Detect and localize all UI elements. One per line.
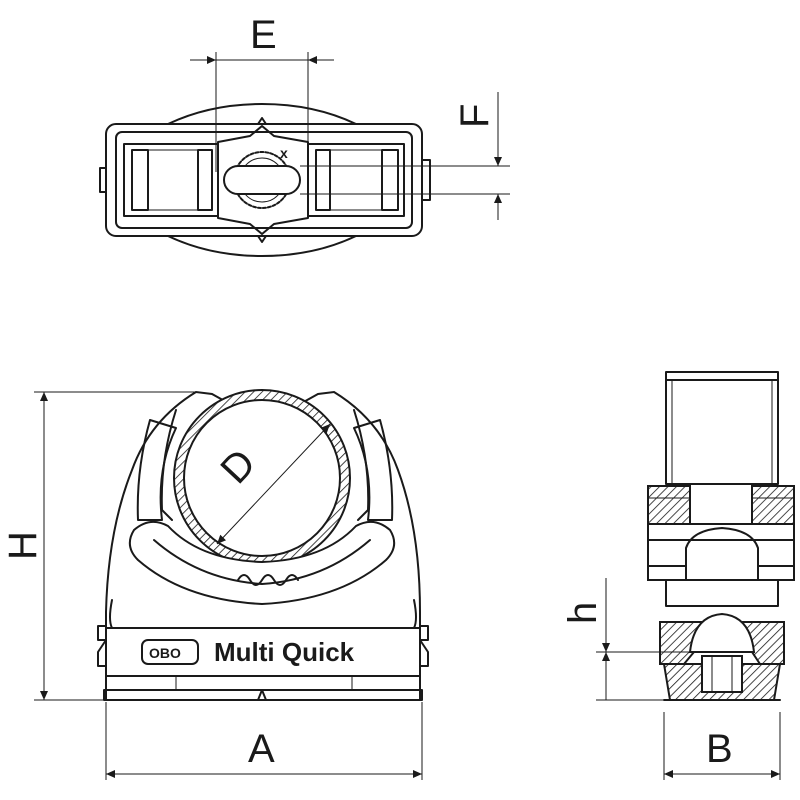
dimension-f-label: F	[453, 104, 497, 128]
side-view	[647, 371, 795, 701]
top-view: x	[99, 103, 431, 257]
dimension-h-small-label: h	[561, 602, 605, 624]
dimension-f: F	[300, 92, 510, 220]
dimension-h-small: h	[561, 578, 712, 701]
obo-logo: OBO	[149, 645, 181, 661]
dimension-e: E	[190, 13, 334, 172]
dimension-a-label: A	[248, 727, 275, 771]
dimension-h-label: H	[1, 531, 45, 560]
x-mark-label: x	[280, 145, 288, 161]
dimension-e-label: E	[250, 13, 277, 57]
dimension-a: A	[105, 702, 423, 780]
dimension-b: B	[663, 712, 781, 780]
front-view: OBO Multi Quick	[97, 389, 429, 701]
dimension-b-label: B	[706, 727, 733, 771]
dimension-h: H	[1, 391, 196, 701]
product-name: Multi Quick	[214, 637, 355, 667]
